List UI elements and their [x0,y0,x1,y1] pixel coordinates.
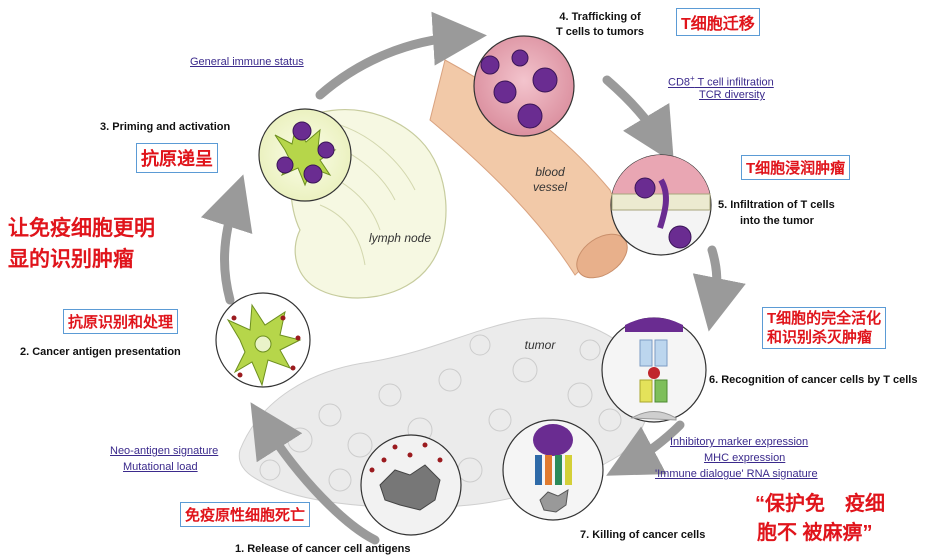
step-6-label: 6. Recognition of cancer cells by T cell… [709,374,918,386]
annotation-protect-line2: 胞不 被麻痹” [757,522,873,544]
tumor-label: tumor [524,338,556,352]
biomarker-cd8-infiltration[interactable]: CD8+ T cell infiltration [668,74,774,89]
circle-infiltration [610,154,712,256]
annotation-antigen-processing: 抗原识别和处理 [63,309,179,334]
step-3-label: 3. Priming and activation [100,121,231,133]
annotation-t-cell-activation-line2: 和识别杀灭肿瘤 [767,329,873,346]
step-7-label: 7. Killing of cancer cells [580,529,706,541]
annotation-t-cell-migration: T细胞迁移 [676,8,760,36]
circle-priming [258,108,352,202]
cycle-arrows [200,11,746,545]
biomarker-mutational-load[interactable]: Mutational load [123,461,198,473]
annotation-recognize-line2: 显的识别肿瘤 [8,248,134,271]
annotation-antigen-presentation: 抗原递呈 [136,143,218,173]
blood-vessel-label-line2: vessel [532,180,567,194]
annotation-t-cell-activation: T细胞的完全活化 和识别杀灭肿瘤 [762,307,887,349]
circle-trafficking [473,35,575,137]
biomarker-immune-dialogue[interactable]: 'Immune dialogue' RNA signature [655,468,818,480]
annotation-t-cell-infiltration: T细胞浸润肿瘤 [741,155,851,180]
step-2-label: 2. Cancer antigen presentation [20,346,181,358]
circle-presentation [215,292,311,388]
step-4-label-line1: 4. Trafficking of [559,11,641,23]
circle-release [360,434,462,536]
biomarker-mhc-expression[interactable]: MHC expression [704,452,786,464]
biomarker-inhibitory-marker[interactable]: Inhibitory marker expression [670,436,809,448]
annotation-recognize-line1: 让免疫细胞更明 [8,217,155,240]
biomarker-neo-antigen[interactable]: Neo-antigen signature [110,445,219,457]
annotation-protect-line1: “保护免 疫细 [755,493,885,515]
step-1-label: 1. Release of cancer cell antigens [235,543,411,555]
step-5-label-line2: into the tumor [740,215,814,227]
annotation-immunogenic-death: 免疫原性细胞死亡 [180,502,311,527]
circle-killing [502,419,604,521]
annotation-t-cell-activation-line1: T细胞的完全活化 [767,310,882,327]
biomarker-tcr-diversity[interactable]: TCR diversity [698,89,765,101]
step-4-label-line2: T cells to tumors [555,26,645,38]
circle-recognition [601,317,707,423]
blood-vessel-label-line1: blood [535,165,565,179]
step-5-label-line1: 5. Infiltration of T cells [718,199,835,211]
lymph-node-label: lymph node [368,231,432,245]
biomarker-general-immune-status[interactable]: General immune status [190,56,304,68]
